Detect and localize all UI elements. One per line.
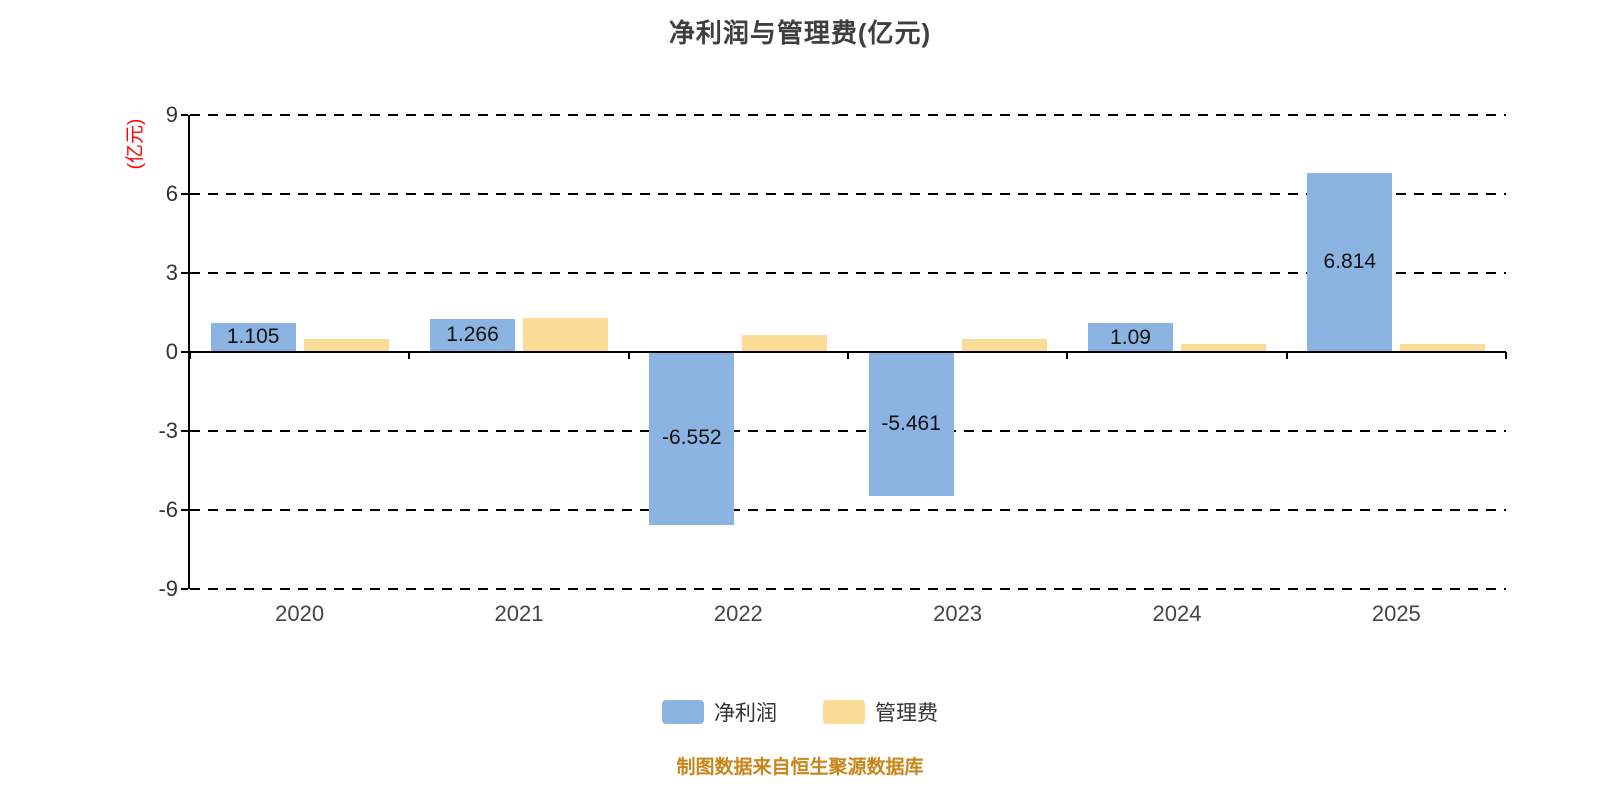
legend-swatch-management-fee [823, 700, 865, 724]
y-tick-label: 0 [165, 339, 178, 364]
y-axis-line [188, 115, 190, 589]
gridline [190, 193, 1506, 195]
y-axis-tick [181, 272, 188, 274]
bar-管理费-2023 [961, 338, 1047, 352]
x-tick-label-2024: 2024 [1152, 601, 1202, 626]
bar-管理费-2024 [1181, 343, 1266, 352]
x-tick-label-2020: 2020 [275, 601, 325, 626]
bar-管理费-2025 [1400, 344, 1486, 352]
x-axis-tick [189, 352, 191, 359]
y-tick-label: -9 [158, 576, 178, 601]
gridline [190, 114, 1506, 116]
data-source-note: 制图数据来自恒生聚源数据库 [676, 757, 924, 778]
bar-净利润-2021 [430, 318, 515, 352]
y-axis-tick [181, 193, 188, 195]
bar-管理费-2020 [303, 338, 389, 352]
legend-item-net-profit[interactable]: 净利润 [662, 697, 777, 727]
x-tick-label-2022: 2022 [713, 601, 763, 626]
y-tick-label: 6 [165, 181, 178, 206]
legend: 净利润 管理费 [0, 697, 1600, 727]
chart-title: 净利润与管理费(亿元) [668, 18, 932, 48]
x-axis-tick [847, 352, 849, 359]
bar-value-label: -6.552 [662, 426, 722, 450]
bar-value-label: 1.105 [226, 325, 280, 349]
legend-item-management-fee[interactable]: 管理费 [823, 697, 938, 727]
x-axis-tick [1066, 352, 1069, 359]
x-axis-tick [627, 352, 630, 359]
y-axis-tick [181, 351, 188, 353]
bar-value-label: -5.461 [881, 411, 941, 435]
gridline [190, 272, 1506, 274]
y-tick-label: 3 [165, 260, 178, 285]
legend-label-management-fee: 管理费 [875, 702, 938, 725]
x-axis-tick [1285, 352, 1288, 359]
x-tick-label-2021: 2021 [494, 601, 544, 626]
y-axis-tick [181, 509, 188, 511]
bar-value-label: 6.814 [1323, 250, 1377, 274]
gridline [190, 509, 1506, 511]
gridline [190, 430, 1506, 432]
bar-净利润-2020 [210, 322, 296, 352]
bar-净利润-2025 [1307, 172, 1393, 352]
y-tick-label: 9 [165, 102, 178, 127]
x-axis-tick [408, 352, 411, 359]
y-axis-tick [181, 430, 188, 432]
bar-管理费-2021 [523, 317, 608, 352]
y-tick-label: -3 [158, 418, 178, 443]
legend-swatch-net-profit [662, 700, 704, 724]
gridline [190, 588, 1506, 590]
bar-value-label: 1.09 [1110, 325, 1151, 349]
legend-label-net-profit: 净利润 [714, 702, 777, 725]
bar-value-label: 1.266 [446, 323, 499, 347]
x-tick-label-2025: 2025 [1371, 601, 1421, 626]
y-axis-tick [181, 588, 188, 590]
x-tick-label-2023: 2023 [933, 601, 983, 626]
bar-净利润-2023 [868, 352, 954, 496]
bar-管理费-2022 [742, 334, 828, 352]
y-axis-tick [181, 114, 188, 116]
x-axis-tick [1505, 352, 1507, 359]
bar-净利润-2024 [1088, 323, 1173, 352]
bar-净利润-2022 [649, 352, 735, 525]
y-tick-label: -6 [158, 497, 178, 522]
plot-area: 9 6 3 0 -3 -6 -9 1.105 1.266 -6.552 -5.461 1.09 6.81… [158, 102, 1507, 626]
